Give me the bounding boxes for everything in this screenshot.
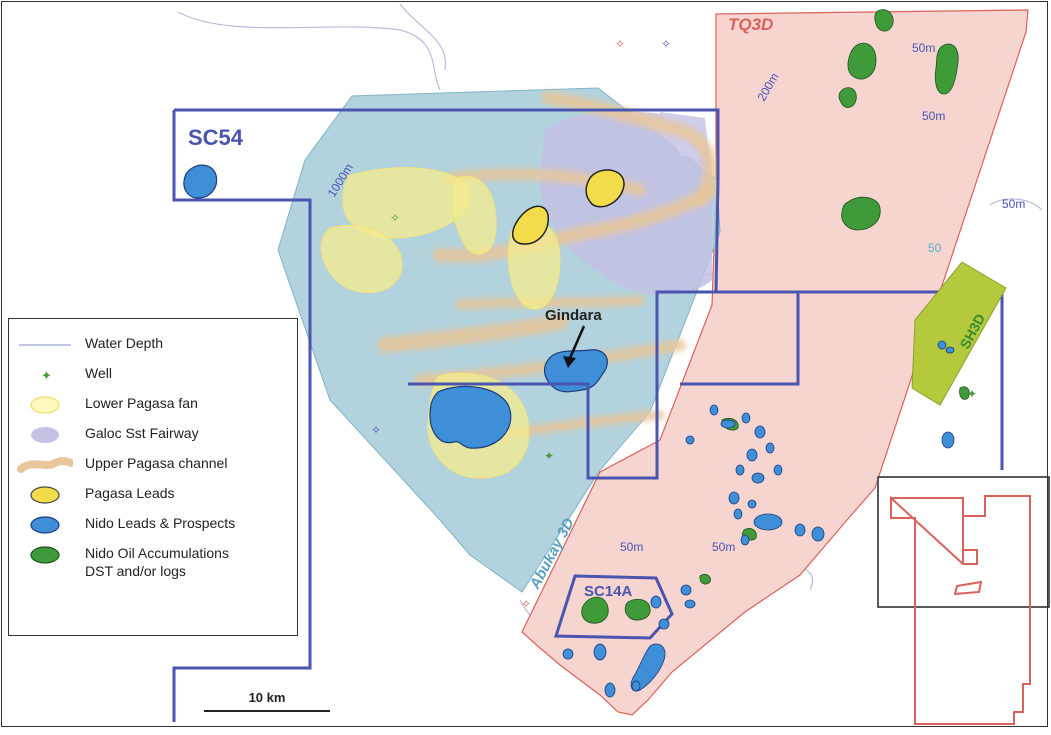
legend-label-line2: DST and/or logs <box>85 563 186 579</box>
svg-text:✦: ✦ <box>967 387 977 401</box>
galoc-symbol <box>31 427 59 443</box>
svg-text:✧: ✧ <box>521 597 531 611</box>
svg-text:✧: ✧ <box>661 37 671 51</box>
legend-label: Well <box>85 365 112 381</box>
svg-text:✧: ✧ <box>615 37 625 51</box>
sc54-block-outline-east <box>657 290 800 386</box>
legend-item-pagasa-leads: Pagasa Leads <box>9 483 297 507</box>
depth-label-50m-b: 50m <box>922 109 945 123</box>
svg-text:✧: ✧ <box>371 423 381 437</box>
inset-map-drawing <box>877 476 1050 725</box>
legend-item-galoc: Galoc Sst Fairway <box>9 423 297 447</box>
pagasa-lead-2 <box>512 205 549 245</box>
gindara-label: Gindara <box>545 307 602 324</box>
legend-item-nido-oil: Nido Oil Accumulations DST and/or logs <box>9 543 297 589</box>
gindara-arrow <box>568 325 586 359</box>
nido-oil-symbol <box>30 546 60 564</box>
legend-label: Galoc Sst Fairway <box>85 425 199 441</box>
legend-label: Nido Leads & Prospects <box>85 515 236 531</box>
legend-item-well: ✦ Well <box>9 363 297 387</box>
legend-item-lower-pagasa: Lower Pagasa fan <box>9 393 297 417</box>
nido-lead-sc54 <box>183 164 218 199</box>
legend-label: Nido Oil Accumulations <box>85 545 229 561</box>
galoc-sst-fairway <box>540 111 712 295</box>
map-legend: Water Depth ✦ Well Lower Pagasa fan Galo… <box>8 318 298 636</box>
legend-label: Lower Pagasa fan <box>85 395 198 411</box>
lower-pagasa-symbol <box>30 396 60 414</box>
legend-label: Water Depth <box>85 335 164 351</box>
well-markers: ✧ ✧ ✧ ✧ ✦ ✧ ✦ <box>371 37 977 611</box>
svg-text:✧: ✧ <box>390 211 400 225</box>
scale-bar: 10 km <box>202 686 332 716</box>
legend-label: Pagasa Leads <box>85 485 175 501</box>
scale-bar-line <box>204 710 330 712</box>
svg-text:✦: ✦ <box>544 449 554 463</box>
nido-lead-symbol <box>30 516 60 534</box>
gindara-arrowhead <box>563 356 576 368</box>
pagasa-lead-symbol <box>30 486 60 504</box>
legend-label: Upper Pagasa channel <box>85 455 228 471</box>
svg-text:✦: ✦ <box>41 369 52 384</box>
pagasa-lead-1 <box>585 169 625 208</box>
depth-label-50m-f: 50m <box>712 540 735 554</box>
sc14a-label: SC14A <box>584 583 633 600</box>
nido-lead-large-west <box>429 385 512 449</box>
depth-label-50m-e: 50m <box>620 540 643 554</box>
tq3d-label: TQ3D <box>728 15 773 34</box>
nido-lead-scatter <box>562 340 955 698</box>
water-depth-symbol <box>19 344 71 346</box>
nido-oil-accumulations <box>581 9 970 624</box>
inset-locator-map <box>877 476 1050 730</box>
well-icon: ✦ <box>41 369 52 384</box>
upper-pagasa-symbol <box>17 457 73 473</box>
legend-item-water-depth: Water Depth <box>9 333 297 357</box>
depth-label-50m-c: 50m <box>1002 197 1025 211</box>
tq3d-survey-area <box>521 9 1029 716</box>
legend-item-nido-leads: Nido Leads & Prospects <box>9 513 297 537</box>
sh3d-survey-area <box>911 261 1007 406</box>
sc54-label: SC54 <box>188 125 244 150</box>
scale-bar-label: 10 km <box>248 690 286 705</box>
depth-label-50m-a: 50m <box>912 41 935 55</box>
legend-item-upper-pagasa: Upper Pagasa channel <box>9 453 297 477</box>
depth-label-50: 50 <box>928 241 942 255</box>
